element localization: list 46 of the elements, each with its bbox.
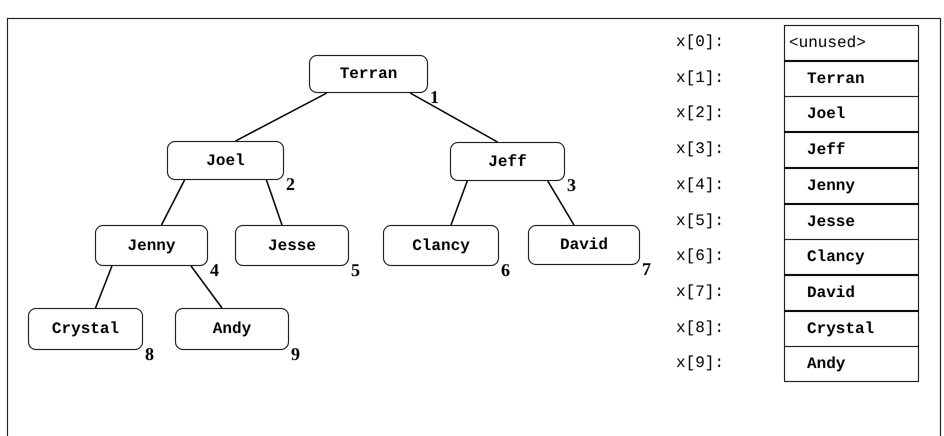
table-cell: Clancy <box>784 239 919 276</box>
node-name: Jeff <box>488 152 527 170</box>
node-number: 6 <box>501 260 510 281</box>
index-label: x[6]: <box>676 246 724 268</box>
index-label: x[0]: <box>676 32 724 53</box>
index-label: x[7]: <box>676 282 724 303</box>
table-cell: Jeff <box>784 132 919 168</box>
node-name: David <box>560 236 608 254</box>
node-name: Jenny <box>127 236 176 254</box>
table-cell: Crystal <box>784 310 919 347</box>
node-number: 7 <box>642 259 651 280</box>
index-label: x[8]: <box>676 318 724 339</box>
index-label: x[1]: <box>676 68 724 89</box>
node-number: 3 <box>567 175 576 196</box>
node-number: 8 <box>145 344 154 365</box>
tree-edge <box>190 266 223 308</box>
node-number: 2 <box>286 174 295 195</box>
node-number: 9 <box>291 344 300 365</box>
tree-edge <box>235 92 328 142</box>
tree-edge <box>266 180 283 226</box>
node-name: Joel <box>206 152 245 170</box>
tree-edge <box>94 266 113 308</box>
node-name: Crystal <box>52 320 120 338</box>
node-number: 4 <box>210 260 219 281</box>
tree-edge <box>160 180 186 226</box>
tree-edge <box>410 92 498 143</box>
table-cell: Jesse <box>784 204 919 240</box>
index-label: x[2]: <box>676 103 724 124</box>
index-label: x[5]: <box>676 210 724 232</box>
node-name: Jesse <box>268 236 316 254</box>
table-cell: Andy <box>784 346 919 382</box>
index-label: x[9]: <box>676 353 724 374</box>
node-number: 5 <box>351 260 360 281</box>
node-number: 1 <box>430 87 439 108</box>
table-cell: David <box>784 274 919 311</box>
index-label: x[4]: <box>676 174 724 196</box>
node-name: Andy <box>212 320 252 338</box>
table-cell: Jenny <box>784 168 919 204</box>
tree-edge <box>450 180 468 226</box>
node-name: Clancy <box>412 236 470 254</box>
table-cell: Terran <box>784 60 919 97</box>
index-label: x[3]: <box>676 139 724 160</box>
table-cell: Joel <box>784 96 919 132</box>
table-cell: <unused> <box>784 25 919 61</box>
node-name: Terran <box>340 65 398 83</box>
tree-edge <box>547 180 575 226</box>
